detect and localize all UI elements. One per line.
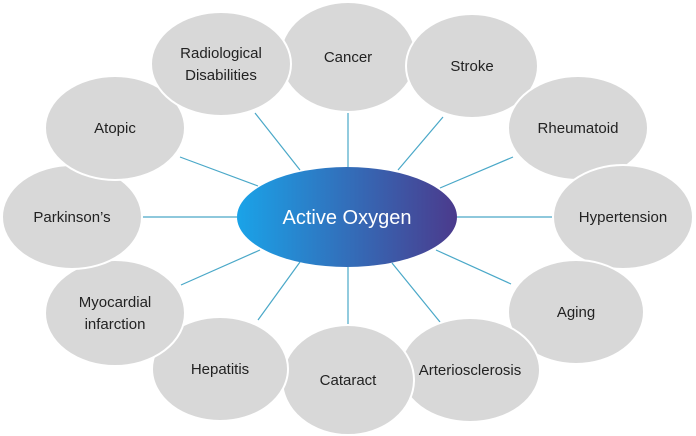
bubble-label-cancer: Cancer bbox=[324, 49, 372, 66]
bubble-cancer: Cancer bbox=[279, 1, 417, 113]
bubble-shape-hypertension bbox=[552, 164, 694, 270]
bubble-rheumatoid: Rheumatoid bbox=[507, 75, 649, 181]
bubble-label-myocardial-infarction-1: Myocardial bbox=[79, 294, 152, 311]
bubble-label-stroke: Stroke bbox=[450, 58, 493, 75]
bubble-shape-atopic bbox=[44, 75, 186, 181]
spoke-rheumatoid bbox=[439, 156, 514, 189]
bubble-label-cataract: Cataract bbox=[320, 372, 378, 389]
center-label: Active Oxygen bbox=[283, 207, 412, 229]
bubble-label-hepatitis: Hepatitis bbox=[191, 361, 249, 378]
bubble-label-arteriosclerosis: Arteriosclerosis bbox=[419, 362, 522, 379]
bubble-shape-aging bbox=[507, 259, 645, 365]
bubble-label-parkinsons: Parkinson’s bbox=[33, 209, 110, 226]
bubble-shape-radiological-disabilities bbox=[150, 11, 292, 117]
bubble-cataract: Cataract bbox=[281, 324, 415, 436]
spoke-atopic bbox=[179, 156, 259, 187]
bubble-label-radiological-disabilities-2: Disabilities bbox=[185, 67, 257, 84]
bubble-label-myocardial-infarction-2: infarction bbox=[85, 316, 146, 333]
bubble-hypertension: Hypertension bbox=[552, 164, 694, 270]
spoke-myocardial-infarction bbox=[180, 249, 261, 286]
bubble-shape-hepatitis bbox=[151, 316, 289, 422]
bubble-atopic: Atopic bbox=[44, 75, 186, 181]
bubble-label-aging: Aging bbox=[557, 304, 595, 321]
bubble-label-rheumatoid: Rheumatoid bbox=[538, 120, 619, 137]
spoke-stroke bbox=[397, 116, 444, 171]
bubble-shape-myocardial-infarction bbox=[44, 259, 186, 367]
spoke-arteriosclerosis bbox=[391, 262, 441, 323]
bubble-shape-stroke bbox=[405, 13, 539, 119]
bubble-label-radiological-disabilities-1: Radiological bbox=[180, 45, 262, 62]
spoke-hepatitis bbox=[257, 261, 301, 321]
bubble-label-hypertension: Hypertension bbox=[579, 209, 667, 226]
bubble-label-atopic: Atopic bbox=[94, 120, 136, 137]
spoke-lines bbox=[142, 112, 552, 325]
center-node: Active Oxygen bbox=[237, 167, 457, 267]
bubble-stroke: Stroke bbox=[405, 13, 539, 119]
bubble-parkinsons: Parkinson’s bbox=[1, 164, 143, 270]
bubble-arteriosclerosis: Arteriosclerosis bbox=[399, 317, 541, 423]
spoke-radiological-disabilities bbox=[254, 112, 301, 171]
spoke-aging bbox=[435, 249, 512, 285]
center-ellipse bbox=[237, 167, 457, 267]
bubble-aging: Aging bbox=[507, 259, 645, 365]
bubble-myocardial-infarction: Myocardial infarction bbox=[44, 259, 186, 367]
bubble-hepatitis: Hepatitis bbox=[151, 316, 289, 422]
